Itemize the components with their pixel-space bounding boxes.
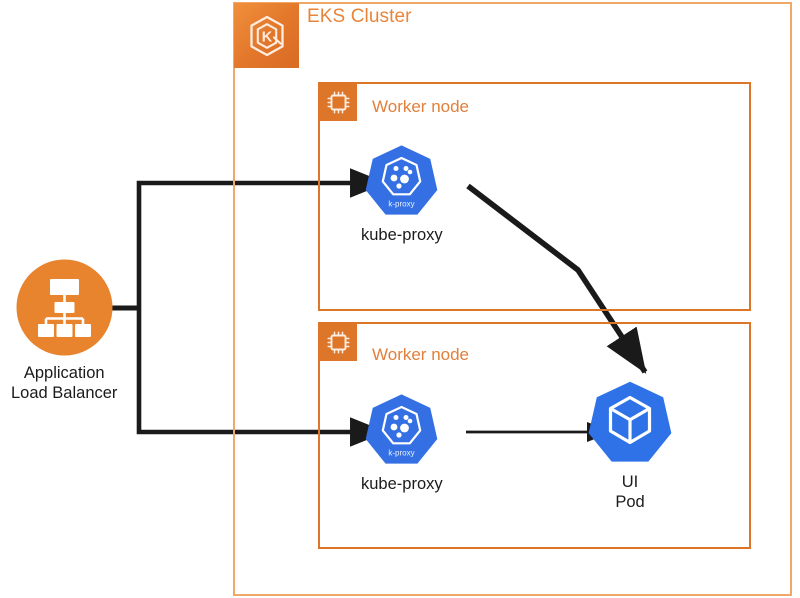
eks-cluster-logo-icon: K xyxy=(234,3,299,68)
worker-node-2-boundary xyxy=(318,322,751,549)
node-application-load-balancer[interactable]: Application Load Balancer xyxy=(11,259,117,403)
svg-text:K: K xyxy=(261,29,272,45)
eks-cluster-label: EKS Cluster xyxy=(307,6,412,27)
kube-proxy-icon: k-proxy xyxy=(363,390,440,467)
node-kube-proxy-1[interactable]: k-proxy kube-proxy xyxy=(361,141,443,245)
worker-node-1-boundary xyxy=(318,82,751,311)
node-label-ui-pod: UI Pod xyxy=(615,473,645,511)
node-kube-proxy-2[interactable]: k-proxy kube-proxy xyxy=(361,390,443,494)
node-label-kube-proxy-1: kube-proxy xyxy=(361,226,443,244)
cpu-chip-icon xyxy=(319,83,357,121)
application-load-balancer-icon xyxy=(16,259,113,356)
node-ui-pod[interactable]: UI Pod xyxy=(586,377,674,512)
pod-cube-icon xyxy=(586,377,674,465)
kube-proxy-icon-glyph-text: k-proxy xyxy=(389,200,415,209)
node-label-kube-proxy-2: kube-proxy xyxy=(361,475,443,493)
kube-proxy-icon: k-proxy xyxy=(363,141,440,218)
node-label-application-load-balancer: Application Load Balancer xyxy=(11,364,118,402)
worker-node-1-label: Worker node xyxy=(372,97,470,116)
kube-proxy-icon-glyph-text: k-proxy xyxy=(389,449,415,458)
eks-cluster-boundary xyxy=(233,2,792,596)
worker-node-2-label: Worker node xyxy=(372,345,470,364)
cpu-chip-icon xyxy=(319,323,357,361)
